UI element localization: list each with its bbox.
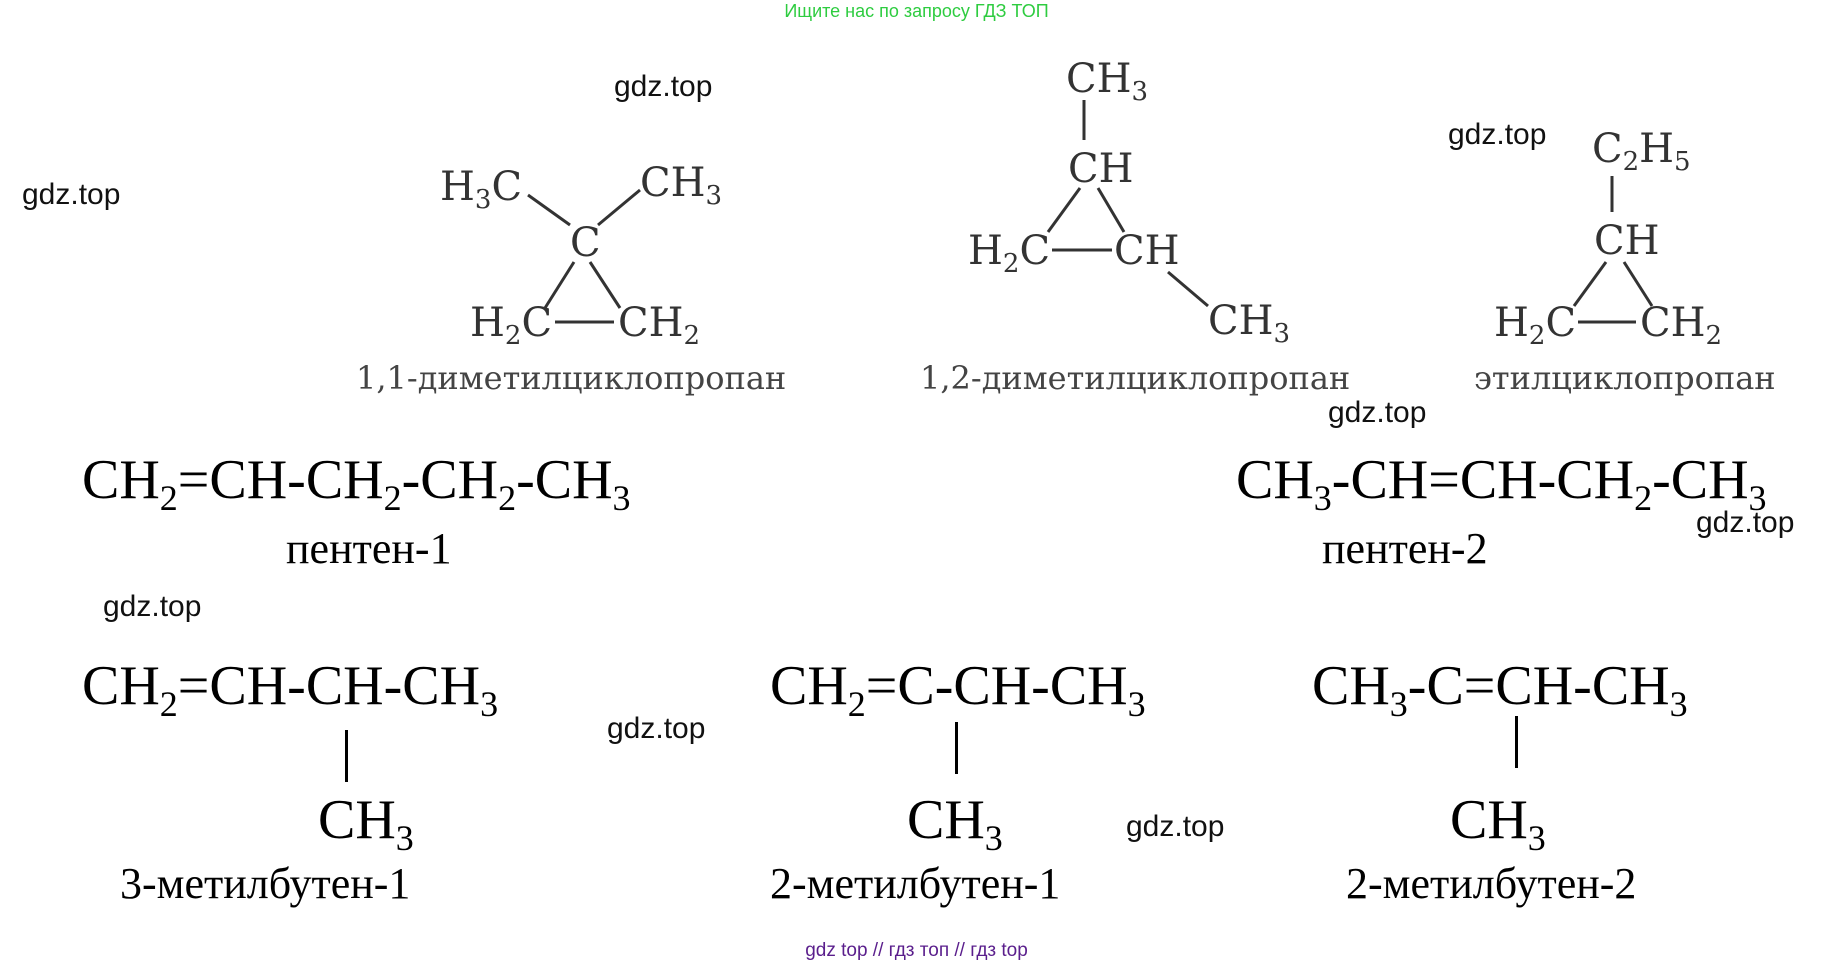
compound-name: пентен-1 (286, 524, 452, 573)
atom-label: CH3 (640, 160, 722, 211)
formula-pentene-2: CH3-CH=CH-CH2-CH3 (1236, 449, 1767, 519)
atom-label: H3C (440, 164, 522, 215)
atom-label: CH3 (1066, 56, 1148, 107)
branch-bond (345, 730, 348, 782)
structure-11-dimethylcyclopropane: H3C CH3 C H2C CH2 (440, 160, 722, 351)
formula-2-methylbutene-2: CH3-C=CH-CH3 (1312, 655, 1688, 725)
watermark: gdz.top (1126, 810, 1225, 843)
formula-branch: CH3 (907, 789, 1003, 859)
watermark: gdz.top (1328, 396, 1427, 429)
structure-ethylcyclopropane: C2H5 CH H2C CH2 (1494, 126, 1722, 351)
compound-name: пентен-2 (1322, 524, 1488, 573)
formula-2-methylbutene-1: CH2=C-CH-CH3 (770, 655, 1146, 725)
atom-label: C (570, 220, 601, 266)
watermark: gdz.top (1696, 506, 1795, 539)
formula-pentene-1: CH2=CH-CH2-CH2-CH3 (82, 449, 631, 519)
watermark: gdz.top (607, 712, 706, 745)
branch-bond (1515, 716, 1518, 768)
compound-name: 1,1-диметилциклопропан (356, 359, 787, 397)
atom-label: CH (1068, 146, 1134, 192)
compound-name: 2-метилбутен-2 (1346, 859, 1637, 908)
watermark: gdz.top (1448, 118, 1547, 151)
watermark: gdz.top (22, 178, 121, 211)
branch-bond (955, 722, 958, 774)
compound-name: 3-метилбутен-1 (120, 859, 411, 908)
watermark: gdz.top (614, 70, 713, 103)
atom-label: H2C (470, 300, 552, 351)
footer-links: gdz top // гдз топ // гдз top (805, 940, 1028, 961)
cyclopropane-structures: H3C CH3 C H2C CH2 CH3 CH H2C CH CH3 C2H5… (440, 56, 1722, 351)
compound-name: этилциклопропан (1474, 359, 1776, 397)
atom-label: H2C (968, 228, 1050, 279)
atom-label: CH3 (1208, 298, 1290, 349)
atom-label: CH2 (618, 300, 700, 351)
formula-branch: CH3 (1450, 789, 1546, 859)
search-hint: Ищите нас по запросу ГДЗ ТОП (784, 1, 1049, 21)
atom-label: CH2 (1640, 300, 1722, 351)
atom-label: H2C (1494, 300, 1576, 351)
atom-label: CH (1114, 228, 1180, 274)
formula-3-methylbutene-1: CH2=CH-CH-CH3 (82, 655, 499, 725)
atom-label: C2H5 (1592, 126, 1691, 177)
watermark: gdz.top (103, 590, 202, 623)
structure-12-dimethylcyclopropane: CH3 CH H2C CH CH3 (968, 56, 1290, 349)
compound-name: 2-метилбутен-1 (770, 859, 1061, 908)
atom-label: CH (1594, 218, 1660, 264)
formula-branch: CH3 (318, 789, 414, 859)
compound-name: 1,2-диметилциклопропан (920, 359, 1351, 397)
